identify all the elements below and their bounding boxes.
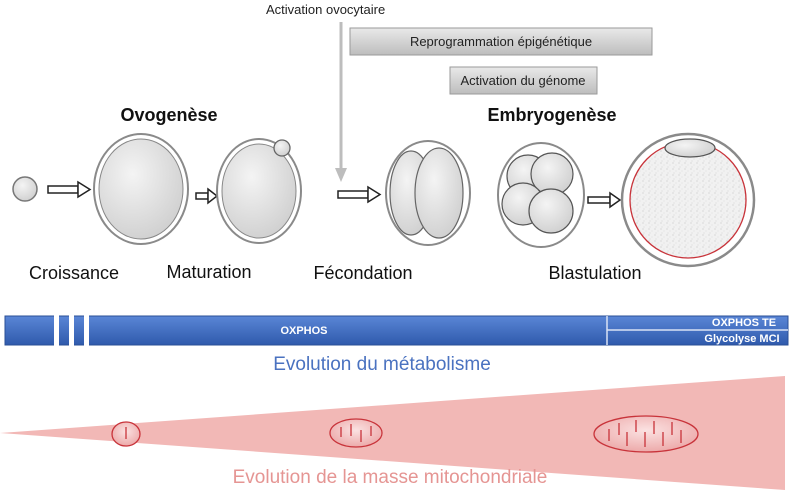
morula [497, 142, 585, 248]
small-oocyte [12, 176, 38, 202]
ovogenese-heading: Ovogenèse [120, 105, 217, 125]
activation-genome-label: Activation du génome [460, 73, 585, 88]
mitochondrion-medium [329, 418, 383, 448]
mitochondrion-small [111, 421, 141, 447]
grown-oocyte [93, 133, 189, 245]
arrow-croissance [47, 180, 92, 199]
mitochondrion-large [593, 415, 699, 453]
mito-mass-caption: Evolution de la masse mitochondriale [233, 467, 548, 488]
metabolism-caption: Evolution du métabolisme [273, 354, 491, 375]
reprogrammation-box [349, 27, 653, 56]
inner-cell-mass [664, 138, 716, 158]
two-cell-embryo [385, 140, 471, 246]
activation-ovocytaire-label: Activation ovocytaire [266, 2, 385, 17]
stage-maturation: Maturation [166, 262, 251, 282]
stage-fecondation: Fécondation [313, 263, 412, 283]
arrow-maturation [195, 187, 219, 205]
embryogenese-heading: Embryogenèse [487, 105, 616, 125]
arrow-fecondation [337, 185, 382, 204]
mito-mass-wedge [0, 376, 785, 490]
reprogrammation-label: Reprogrammation épigénétique [410, 34, 592, 49]
blastocyst [620, 132, 756, 268]
activation-genome-box [449, 66, 598, 95]
glycolyse-mci-label: Glycolyse MCI [704, 333, 779, 345]
oxphos-te-label: OXPHOS TE [712, 317, 776, 329]
stage-croissance: Croissance [29, 263, 119, 283]
oxphos-label: OXPHOS [280, 325, 327, 337]
activation-arrow-head [335, 168, 347, 182]
polar-body [273, 139, 291, 157]
arrow-blastulation [587, 191, 622, 209]
mature-oocyte [216, 138, 302, 244]
metabolism-bar [4, 314, 789, 347]
stage-blastulation: Blastulation [548, 263, 641, 283]
